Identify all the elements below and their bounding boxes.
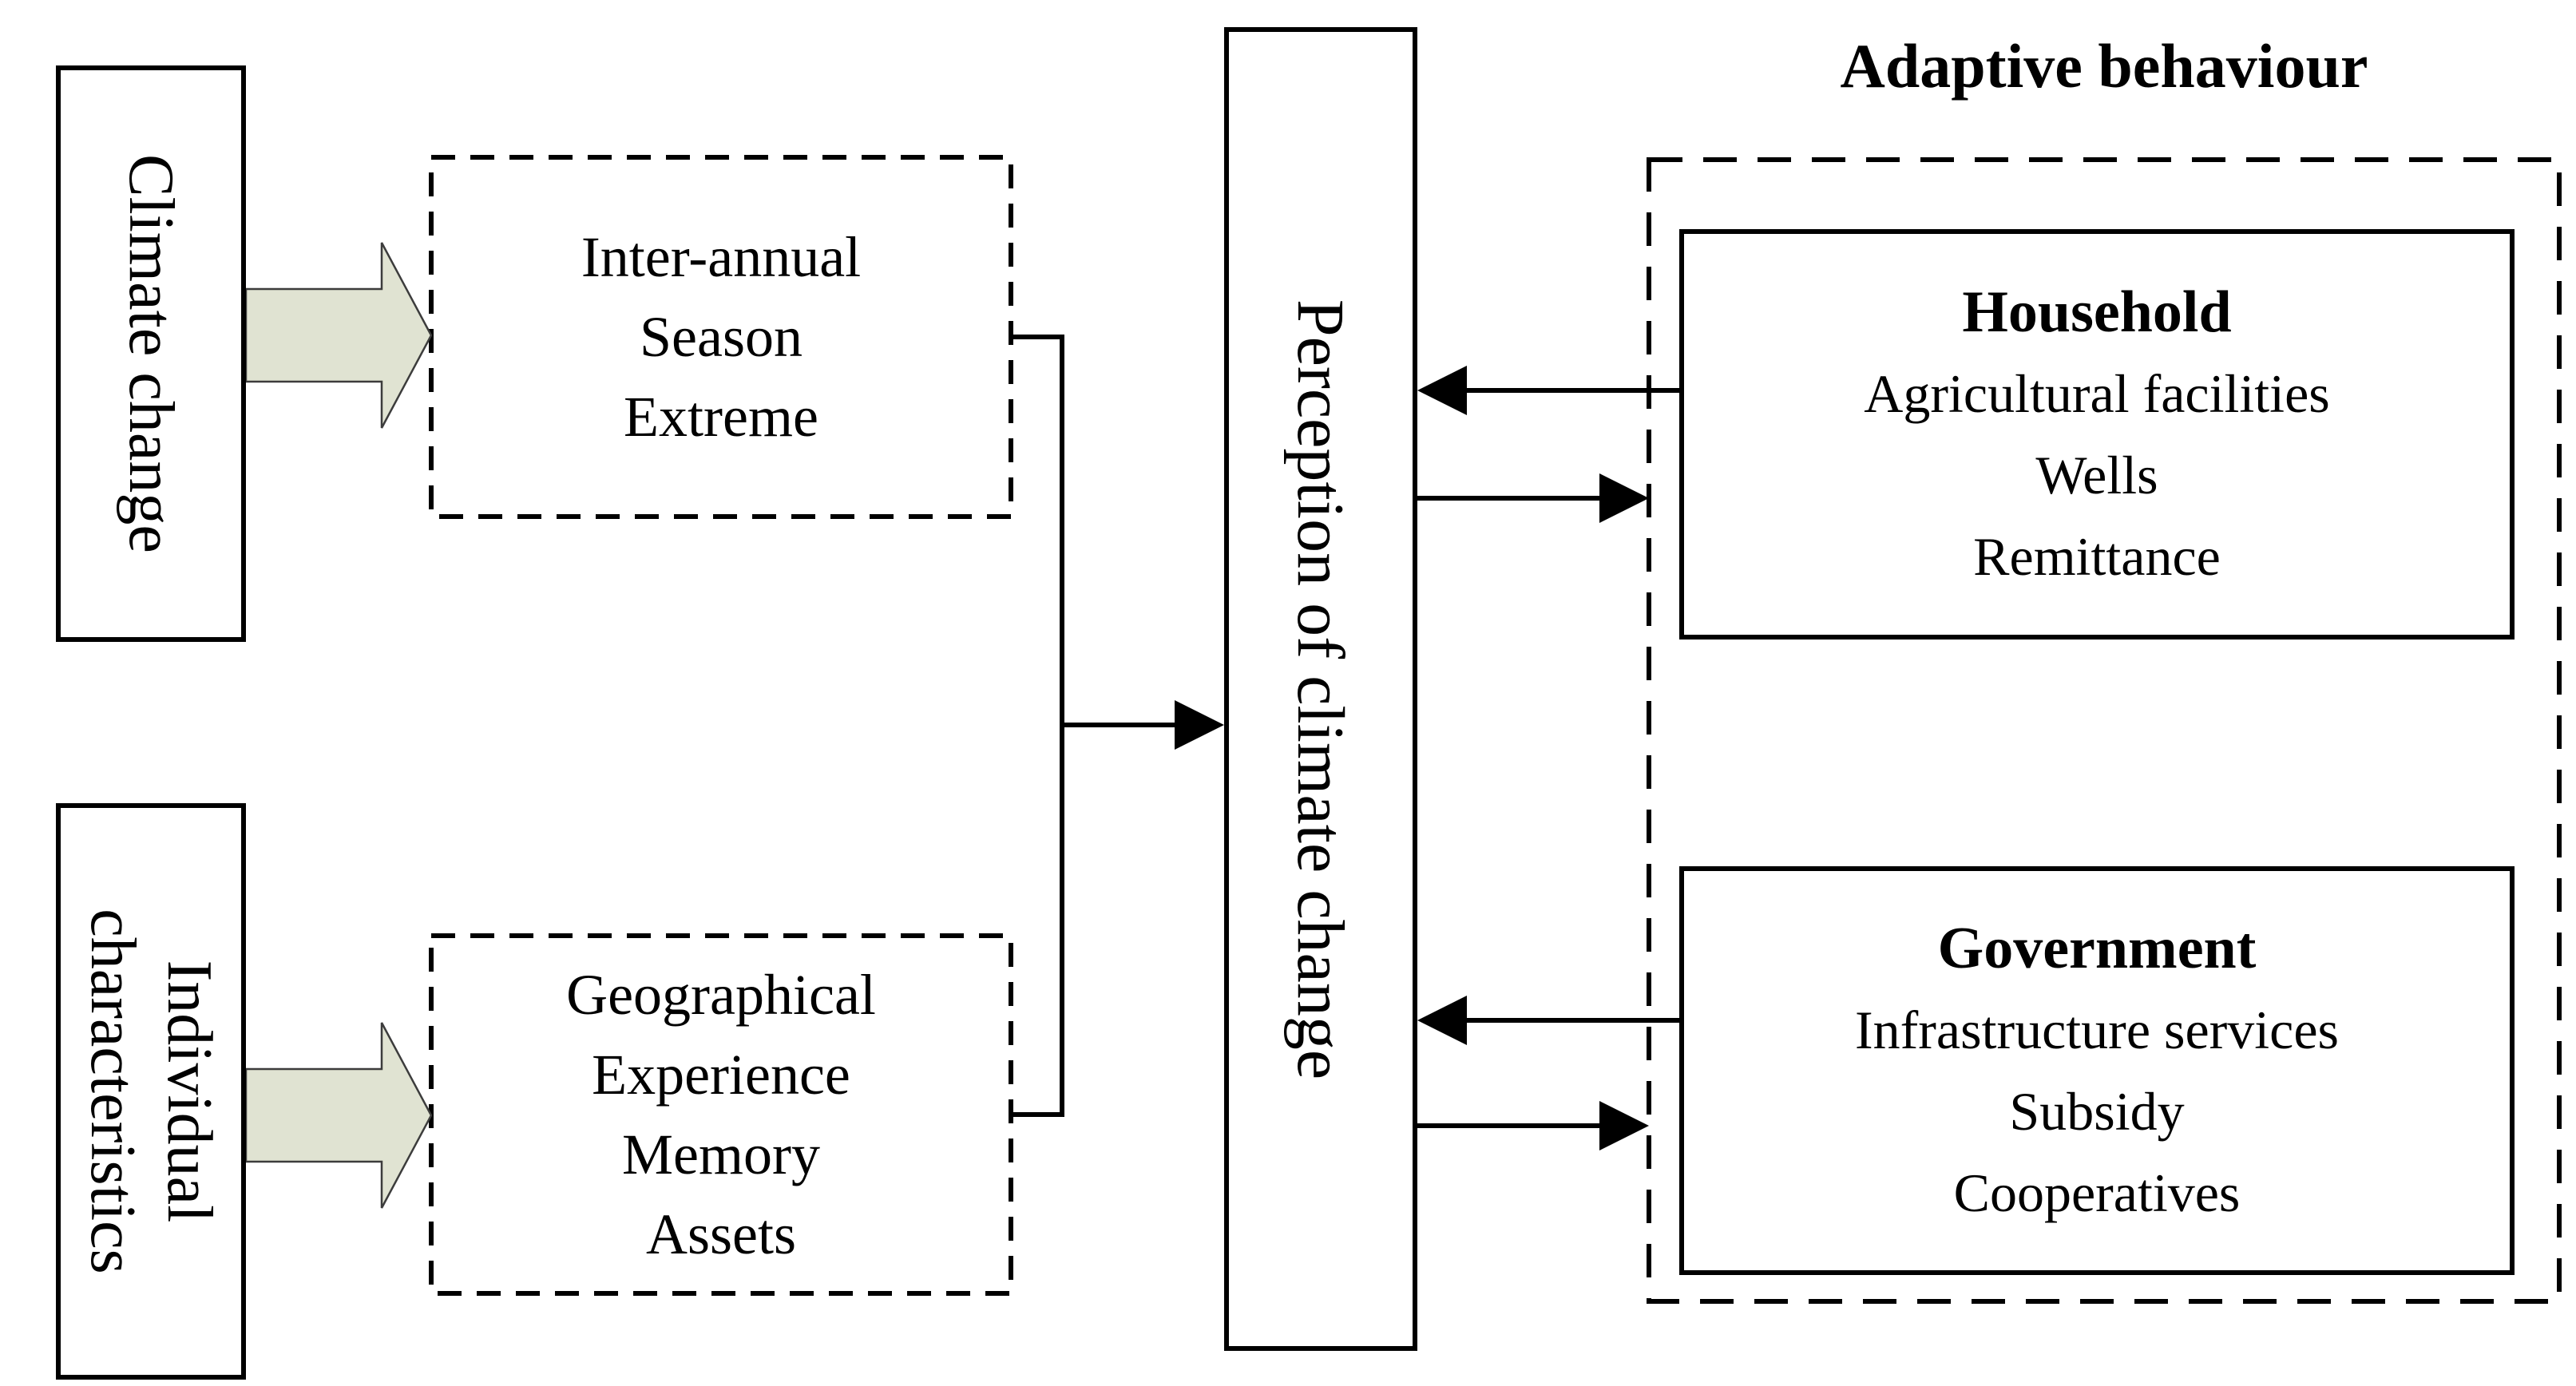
climate-change-label: Climate change <box>116 154 186 553</box>
government-heading: Government <box>1937 916 2257 981</box>
arrowhead-perception-to-government-icon <box>1599 1101 1649 1150</box>
arrowhead-government-to-perception-icon <box>1417 996 1467 1045</box>
climate-factor-extreme: Extreme <box>624 385 818 449</box>
arrowhead-perception-to-household-icon <box>1599 473 1649 523</box>
node-climate-change: Climate change <box>56 65 246 642</box>
individual-label-line1: Individual <box>154 960 224 1223</box>
node-climate-factors: Inter-annual Season Extreme <box>431 157 1011 517</box>
individual-factor-experience: Experience <box>592 1043 850 1107</box>
node-government: Government Infrastructure services Subsi… <box>1679 866 2515 1275</box>
adaptive-behaviour-title: Adaptive behaviour <box>1840 31 2368 101</box>
government-item-subsidy: Subsidy <box>2009 1081 2185 1142</box>
household-item-agricultural-facilities: Agricultural facilities <box>1864 363 2330 424</box>
individual-characteristics-label: Individual characteristics <box>74 909 228 1274</box>
node-household: Household Agricultural facilities Wells … <box>1679 229 2515 640</box>
individual-factor-memory: Memory <box>622 1123 820 1186</box>
adaptive-behaviour-dashed-frame <box>1647 157 2562 1304</box>
government-item-cooperatives: Cooperatives <box>1953 1162 2241 1223</box>
individual-factor-assets: Assets <box>645 1202 796 1266</box>
climate-factor-inter-annual: Inter-annual <box>581 225 862 289</box>
arrowhead-into-perception-icon <box>1175 700 1224 750</box>
individual-factor-geographical: Geographical <box>566 963 876 1027</box>
perception-label: Perception of climate change <box>1283 299 1358 1079</box>
household-item-remittance: Remittance <box>1973 526 2221 587</box>
climate-factor-season: Season <box>640 305 803 369</box>
node-individual-characteristics: Individual characteristics <box>56 803 246 1380</box>
block-arrow-climate-icon <box>244 242 433 429</box>
household-heading: Household <box>1962 279 2232 345</box>
individual-label-line2: characteristics <box>77 909 148 1274</box>
arrowhead-household-to-perception-icon <box>1417 366 1467 415</box>
block-arrow-individual-icon <box>244 1022 433 1209</box>
node-individual-factors: Geographical Experience Memory Assets <box>431 936 1011 1293</box>
government-item-infrastructure-services: Infrastructure services <box>1854 1000 2340 1060</box>
node-perception-of-climate-change: Perception of climate change <box>1224 27 1417 1351</box>
household-item-wells: Wells <box>2035 445 2158 505</box>
